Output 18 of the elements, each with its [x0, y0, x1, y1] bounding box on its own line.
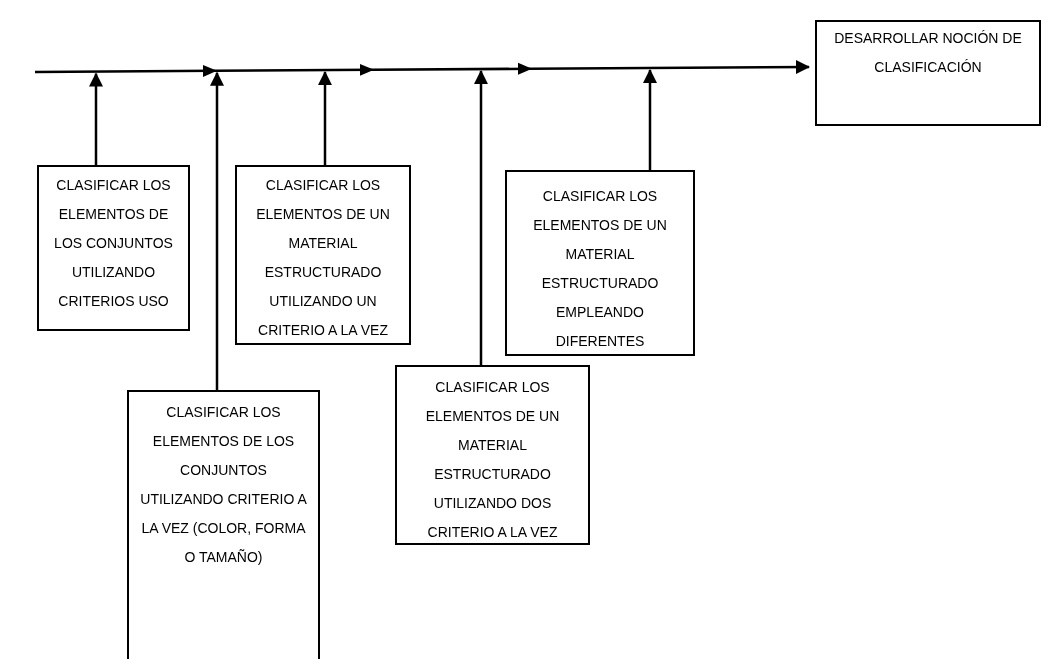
process-box [37, 165, 190, 331]
process-box [815, 20, 1041, 126]
arrow [474, 70, 488, 365]
box-text: CLASIFICAR LOS ELEMENTOS DE LOS CONJUNTOS UTILIZANDO CRITERIOS USO [53, 176, 174, 311]
process-box [395, 365, 590, 545]
arrow [210, 71, 224, 390]
box-text: CLASIFICAR LOS ELEMENTOS DE UN MATERIAL ESTRUCTURADO UTILIZANDO DOS CRITERIO A LA VEZ [424, 378, 561, 542]
box-text: DESARROLLAR NOCIÓN DE CLASIFICACIÓN [833, 29, 1023, 77]
box-text: CLASIFICAR LOS ELEMENTOS DE UN MATERIAL ESTRUCTURADO EMPLEANDO DIFERENTES [532, 187, 668, 351]
box-text: CLASIFICAR LOS ELEMENTOS DE LOS CONJUNTOS UTILIZANDO CRITERIO A LA VEZ (COLOR, FORMA O TAMAÑO) [139, 403, 308, 567]
arrow [318, 71, 332, 165]
process-box [127, 390, 320, 659]
arrow [35, 60, 810, 77]
arrow [89, 72, 103, 165]
process-box [505, 170, 695, 356]
process-box [235, 165, 411, 345]
box-text: CLASIFICAR LOS ELEMENTOS DE UN MATERIAL ESTRUCTURADO UTILIZANDO UN CRITERIO A LA VEZ [255, 176, 391, 340]
arrow [643, 68, 657, 170]
